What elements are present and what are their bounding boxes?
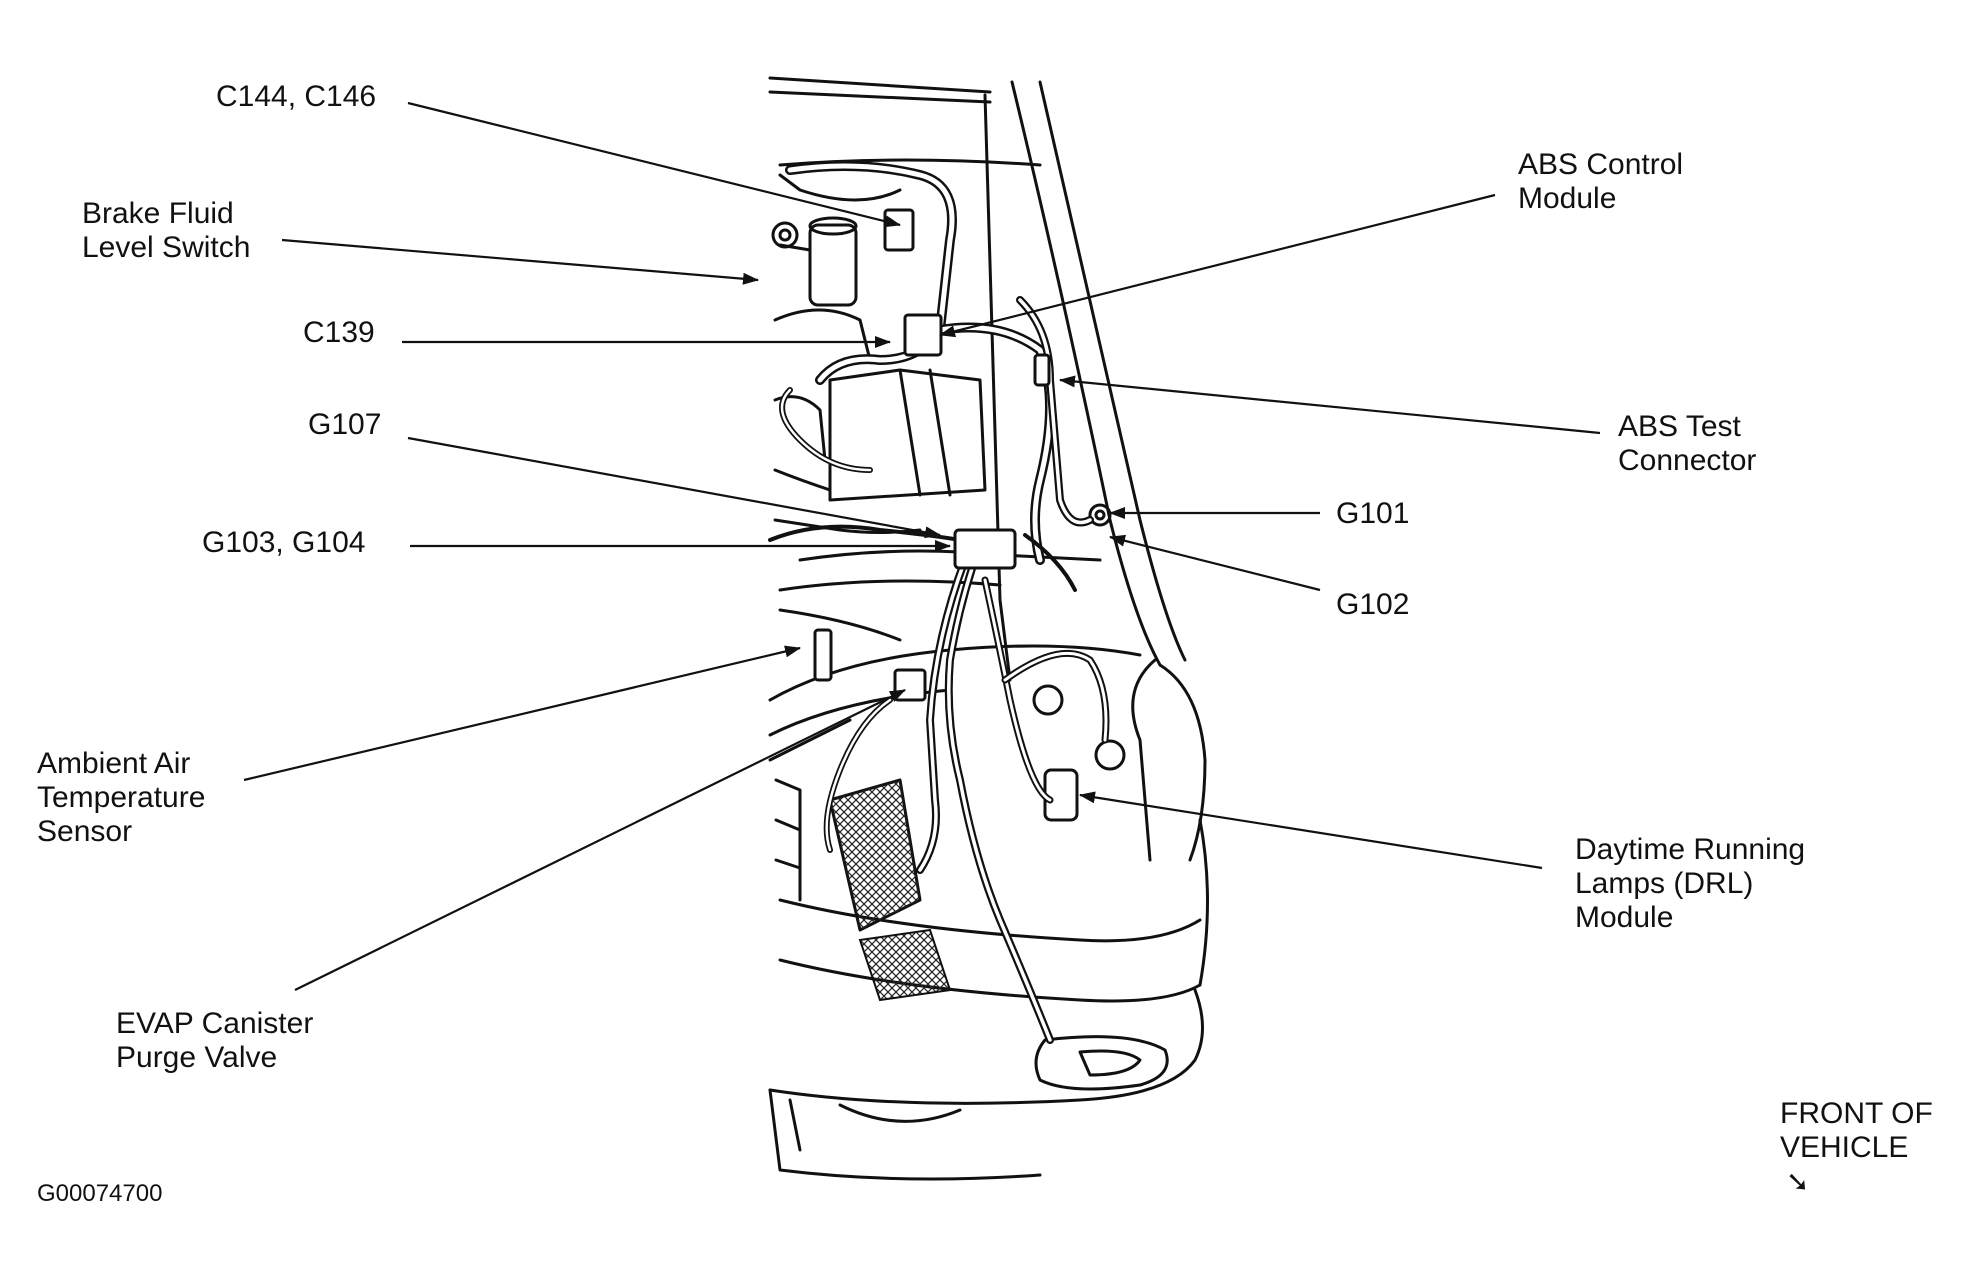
figure-code: G00074700 bbox=[37, 1180, 163, 1207]
label-front-of-vehicle: FRONT OF VEHICLE➘ bbox=[1780, 1097, 1933, 1199]
label-line: Temperature bbox=[37, 781, 206, 814]
label-evap-canister-purge-valve: EVAP Canister Purge Valve bbox=[116, 1007, 313, 1075]
label-g107: G107 bbox=[308, 408, 382, 441]
callout-leaders bbox=[243, 101, 1601, 991]
label-line: Ambient Air bbox=[37, 747, 191, 780]
label-ambient-air-temperature-sensor: Ambient Air Temperature Sensor bbox=[37, 747, 205, 849]
label-g101: G101 bbox=[1336, 497, 1410, 530]
label-line: Lamps (DRL) bbox=[1575, 867, 1754, 900]
vehicle-body bbox=[768, 76, 1209, 1181]
label-line: ABS Control bbox=[1518, 148, 1684, 181]
wiring-harness bbox=[768, 161, 1110, 1044]
label-c144-c146: C144, C146 bbox=[216, 80, 377, 113]
label-line: Sensor bbox=[37, 815, 133, 848]
label-c139: C139 bbox=[303, 316, 375, 349]
label-line: Module bbox=[1575, 901, 1674, 934]
label-text: VEHICLE bbox=[1780, 1131, 1909, 1164]
label-brake-fluid-level-switch: Brake Fluid Level Switch bbox=[82, 197, 250, 265]
label-line: Brake Fluid bbox=[82, 197, 234, 230]
label-g102: G102 bbox=[1336, 588, 1410, 621]
label-line: Level Switch bbox=[82, 231, 251, 264]
label-line: Module bbox=[1518, 182, 1617, 215]
label-line: EVAP Canister bbox=[116, 1007, 314, 1040]
label-line: FRONT OF bbox=[1780, 1097, 1933, 1130]
label-abs-test-connector: ABS Test Connector bbox=[1618, 410, 1756, 478]
label-line: VEHICLE➘ bbox=[1780, 1131, 1933, 1199]
junction-blocks bbox=[813, 208, 1051, 702]
label-line: Purge Valve bbox=[116, 1041, 278, 1074]
label-line: ABS Test bbox=[1618, 410, 1741, 443]
label-line: Connector bbox=[1618, 444, 1757, 477]
label-g103-g104: G103, G104 bbox=[202, 526, 366, 559]
label-line: Daytime Running bbox=[1575, 833, 1806, 866]
down-right-arrow-icon: ➘ bbox=[1786, 1166, 1810, 1197]
label-drl-module: Daytime Running Lamps (DRL) Module bbox=[1575, 833, 1805, 935]
label-abs-control-module: ABS Control Module bbox=[1518, 148, 1683, 216]
